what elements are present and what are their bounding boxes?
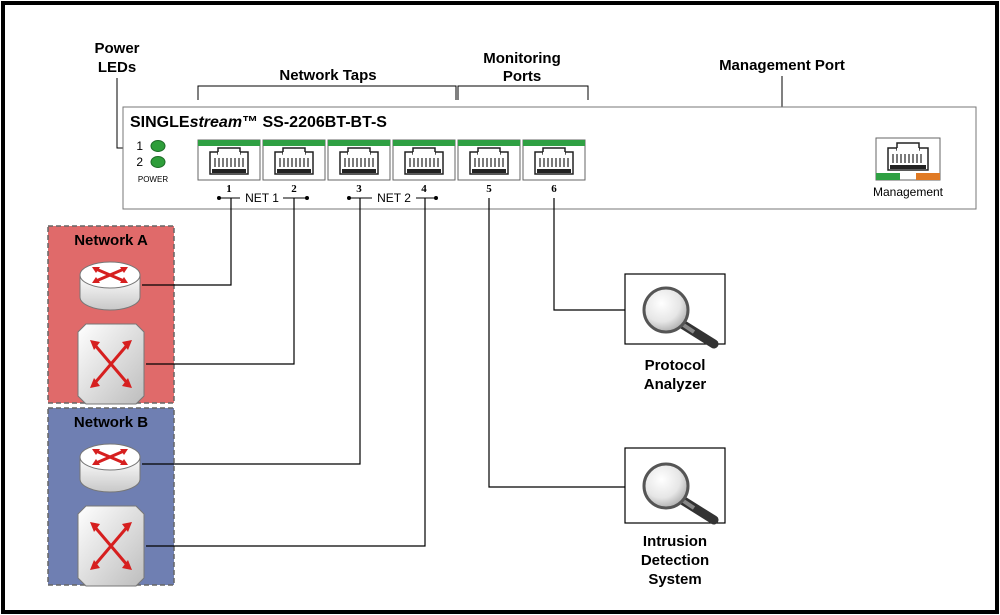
net-1-label: NET 1: [245, 191, 279, 205]
port-1[interactable]: [197, 139, 261, 181]
power-leds-label-line1: Power: [94, 40, 139, 57]
link-port6-analyzer: [553, 198, 625, 311]
link-port3-router-b: [142, 198, 361, 465]
led-2-label: 2: [136, 155, 143, 169]
port-6[interactable]: [522, 139, 586, 181]
protocol-analyzer-label-line2: Analyzer: [644, 376, 707, 393]
link-port2-switch-a: [146, 198, 295, 365]
management-port-label: Management Port: [719, 57, 845, 74]
port-number-2: 2: [291, 183, 297, 195]
network-b-label: Network B: [74, 414, 148, 431]
power-led-2: [150, 156, 166, 168]
network-taps-bracket: [197, 85, 457, 100]
port-3[interactable]: [327, 139, 391, 181]
network-b-router-icon: [78, 442, 142, 494]
monitoring-ports-label-line2: Ports: [503, 68, 541, 85]
link-port1-router-a: [142, 198, 232, 286]
port-number-6: 6: [551, 183, 557, 195]
led-1-label: 1: [136, 139, 143, 153]
power-label: POWER: [138, 175, 168, 184]
monitoring-ports-label-line1: Monitoring: [483, 50, 560, 67]
port-number-3: 3: [356, 183, 362, 195]
link-port4-switch-b: [146, 198, 426, 547]
protocol-analyzer-label-line1: Protocol: [645, 357, 706, 374]
net-2-label: NET 2: [377, 191, 411, 205]
link-port5-ids: [488, 198, 625, 488]
device-title: SINGLEstream™ SS-2206BT-BT-S: [130, 114, 387, 131]
port-number-5: 5: [486, 183, 492, 195]
management-label: Management: [873, 185, 944, 199]
ids-label-line1: Intrusion: [643, 533, 707, 550]
net-1-bracket: [217, 196, 309, 200]
port-5[interactable]: [457, 139, 521, 181]
monitoring-ports-bracket: [457, 85, 589, 100]
port-number-1: 1: [226, 183, 232, 195]
port-number-4: 4: [421, 183, 427, 195]
network-a-switch-icon: [76, 322, 146, 406]
port-2[interactable]: [262, 139, 326, 181]
power-led-1: [150, 140, 166, 152]
port-4[interactable]: [392, 139, 456, 181]
ids-label-line3: System: [648, 571, 701, 588]
network-taps-label: Network Taps: [279, 67, 376, 84]
ids-label-line2: Detection: [641, 552, 709, 569]
power-leds-label-line2: LEDs: [98, 59, 136, 76]
network-a-router-icon: [78, 260, 142, 312]
network-b-switch-icon: [76, 504, 146, 588]
management-port[interactable]: [875, 137, 941, 181]
network-a-label: Network A: [74, 232, 148, 249]
